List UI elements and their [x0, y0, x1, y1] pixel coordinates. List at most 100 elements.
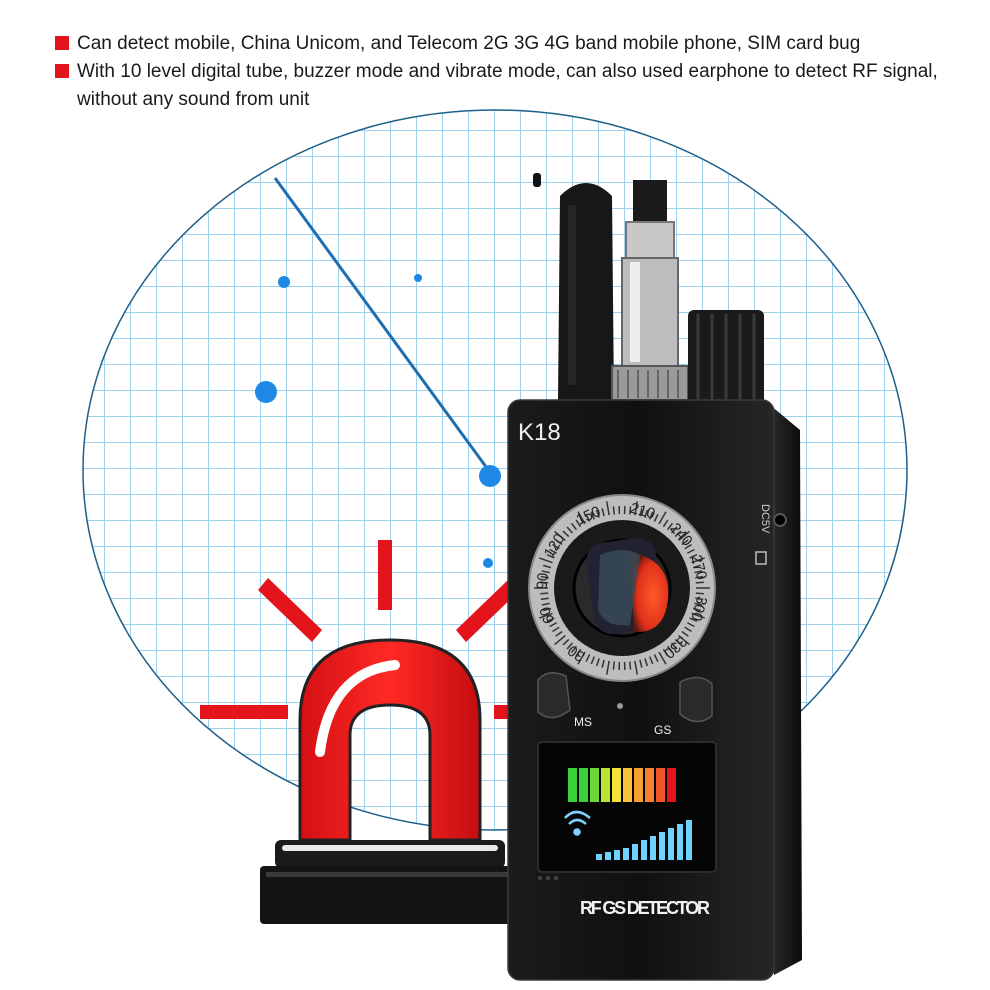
- bullet-square-icon: [55, 64, 69, 78]
- radar-sweep: [255, 177, 501, 568]
- dial-tick: [695, 575, 704, 579]
- wifi-signal-icon: [564, 810, 591, 836]
- dial-tick: [686, 622, 695, 628]
- level-bar: [667, 768, 676, 802]
- level-bar: [645, 768, 654, 802]
- dial-tick: [678, 530, 690, 542]
- dial-tick: [540, 575, 549, 579]
- signal-bar: [623, 848, 629, 860]
- dial-tick: [612, 506, 616, 515]
- dial-tick: [601, 659, 605, 668]
- port-label: DC5V: [759, 504, 771, 534]
- dial-tick: [658, 651, 667, 665]
- dial-tick: [678, 634, 690, 646]
- dial-tick: [684, 543, 692, 550]
- dial-tick: [695, 597, 704, 601]
- device-footer-label: RF GS DETECTOR: [580, 898, 710, 918]
- feature-text: Can detect mobile, China Unicom, and Tel…: [77, 33, 861, 54]
- dial-tick: [644, 658, 649, 667]
- dial-tick: [542, 607, 552, 612]
- dial-tick: [689, 617, 698, 623]
- feature-list: Can detect mobile, China Unicom, and Tel…: [55, 30, 975, 114]
- dial-number: 90: [534, 572, 552, 590]
- dial-tick: [601, 508, 605, 517]
- dial-tick: [684, 626, 692, 633]
- dial-tick: [590, 511, 595, 520]
- dial-tick: [692, 607, 702, 612]
- signal-bar: [632, 844, 638, 860]
- dial-tick: [539, 612, 553, 619]
- dial-tick: [681, 630, 689, 637]
- dial-tick: [686, 548, 695, 554]
- signal-bar: [614, 850, 620, 860]
- dial-tick: [562, 638, 570, 646]
- dial-tick: [555, 630, 563, 637]
- dial-tick: [639, 508, 643, 517]
- dial-tick: [658, 511, 667, 525]
- dial-number: 270: [687, 553, 710, 582]
- dial-tick: [577, 511, 586, 525]
- dial-tick: [542, 564, 552, 569]
- signal-bar: [650, 836, 656, 860]
- dial-tick: [695, 592, 704, 595]
- dial-tick: [541, 602, 550, 606]
- signal-bar: [677, 824, 683, 860]
- dial-tick: [605, 501, 610, 516]
- dial-tick: [554, 530, 566, 542]
- level-bar: [568, 768, 577, 802]
- dial-tick: [554, 634, 566, 646]
- dial-tick: [634, 660, 639, 675]
- dial-tick: [694, 602, 703, 606]
- dial-tick: [639, 659, 643, 668]
- signal-bar: [596, 854, 602, 860]
- dial-tick: [566, 526, 574, 534]
- dial-tick: [539, 557, 553, 564]
- detector-device: [507, 399, 802, 981]
- dial-tick: [555, 539, 563, 546]
- dial-tick: [644, 509, 649, 518]
- dial-number: 60: [536, 604, 558, 625]
- dial-number: 300: [687, 594, 710, 623]
- signal-bar: [668, 828, 674, 860]
- dial-tick: [570, 522, 578, 531]
- dial-tick: [691, 612, 705, 619]
- dial-tick: [666, 645, 674, 654]
- level-bar: [634, 768, 643, 802]
- dial-tick: [540, 597, 549, 601]
- dial-tick: [670, 642, 678, 650]
- dial-tick: [653, 513, 659, 522]
- dial-tick: [653, 654, 659, 663]
- level-bar: [590, 768, 599, 802]
- dial-tick: [595, 509, 600, 518]
- dial-tick: [628, 661, 632, 670]
- antenna-assembly: [533, 173, 764, 408]
- signal-bar: [605, 852, 611, 860]
- dial-tick: [585, 654, 591, 663]
- dial-tick: [649, 656, 654, 665]
- dial-tick: [612, 661, 616, 670]
- dial-tick: [670, 526, 678, 534]
- dial-tick: [540, 581, 549, 584]
- level-bar: [623, 768, 632, 802]
- dial-tick: [681, 539, 689, 546]
- dial-tick: [590, 656, 595, 665]
- dial-tick: [634, 501, 639, 516]
- dial-tick: [552, 626, 560, 633]
- dial-tick: [549, 548, 558, 554]
- dial-tick: [628, 506, 632, 515]
- device-model-label: K18: [518, 419, 561, 446]
- dial-tick: [694, 570, 703, 574]
- dial-tick: [552, 543, 560, 550]
- dial-tick: [549, 622, 558, 628]
- dial-tick: [649, 511, 654, 520]
- feature-item-modes: With 10 level digital tube, buzzer mode …: [55, 58, 975, 114]
- dial-tick: [540, 592, 549, 595]
- dial-tick: [662, 519, 669, 528]
- dial-tick: [595, 658, 600, 667]
- dial-tick: [566, 642, 574, 650]
- level-bar: [579, 768, 588, 802]
- dial-tick: [546, 617, 555, 623]
- dial-tick: [575, 648, 582, 657]
